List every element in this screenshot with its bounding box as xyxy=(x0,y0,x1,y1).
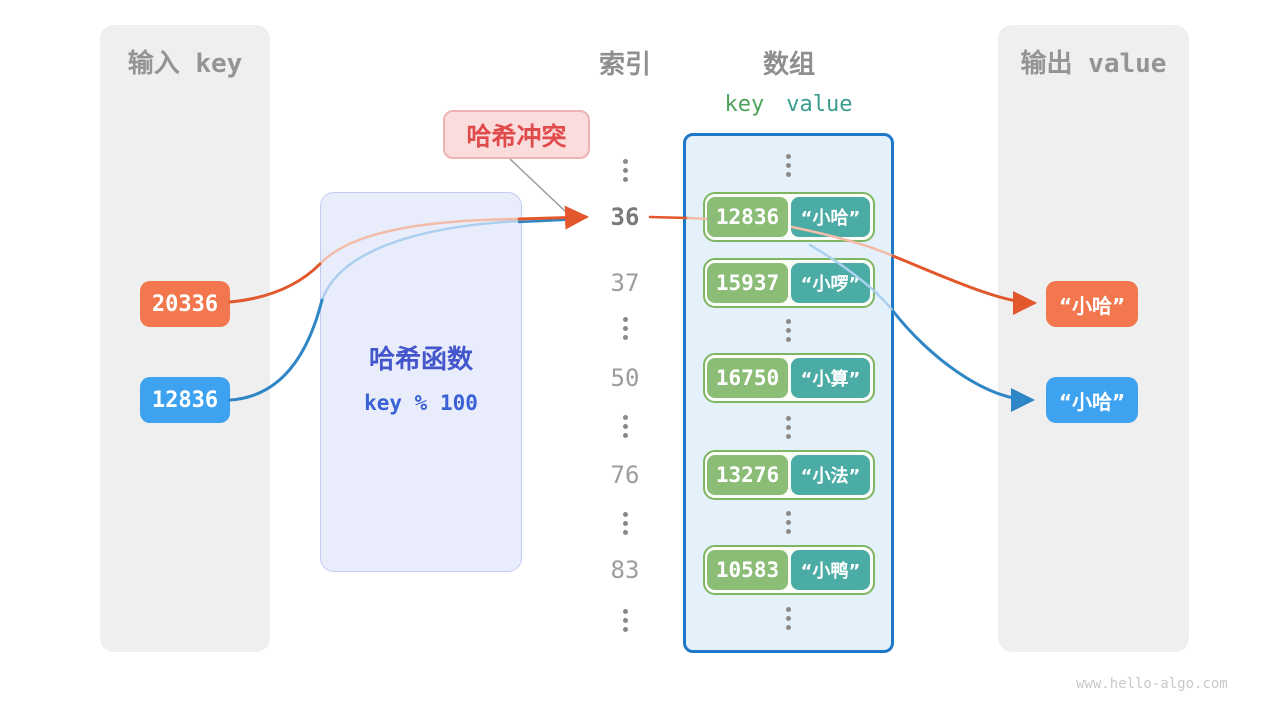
bucket-row: 15937 “小啰” xyxy=(703,258,875,308)
input-key-chip: 20336 xyxy=(140,281,230,327)
bucket-value: “小算” xyxy=(791,358,870,398)
index-value: 83 xyxy=(610,556,640,584)
bucket-row: 12836 “小哈” xyxy=(703,192,875,242)
input-panel-title: 输入 key xyxy=(127,49,243,79)
index-value-highlighted: 36 xyxy=(610,203,640,231)
bucket-key: 12836 xyxy=(707,197,788,237)
input-panel: 输入 key xyxy=(100,25,270,652)
vertical-ellipsis xyxy=(783,319,793,342)
key-header-label: key xyxy=(724,92,765,117)
vertical-ellipsis xyxy=(620,512,630,535)
index-column-header: 索引 xyxy=(598,50,651,80)
vertical-ellipsis xyxy=(783,416,793,439)
bucket-key: 15937 xyxy=(707,263,788,303)
bucket-row: 13276 “小法” xyxy=(703,450,875,500)
bucket-key: 13276 xyxy=(707,455,788,495)
index-value: 37 xyxy=(610,269,640,297)
index-value: 76 xyxy=(610,461,640,489)
bucket-value: “小法” xyxy=(791,455,870,495)
arrow-to-index xyxy=(517,205,589,230)
vertical-ellipsis xyxy=(620,609,630,632)
hash-function-box: 哈希函数 key % 100 xyxy=(320,192,522,572)
bucket-row: 10583 “小鸭” xyxy=(703,545,875,595)
bucket-key: 10583 xyxy=(707,550,788,590)
vertical-ellipsis xyxy=(783,154,793,177)
array-key-value-header: key value xyxy=(683,92,894,117)
output-value-chip: “小哈” xyxy=(1046,281,1138,327)
arrow-to-index-blue xyxy=(517,217,584,224)
bucket-value: “小鸭” xyxy=(791,550,870,590)
vertical-ellipsis xyxy=(620,317,630,340)
bucket-key: 16750 xyxy=(707,358,788,398)
array-column-header: 数组 xyxy=(762,50,815,80)
hash-collision-badge: 哈希冲突 xyxy=(443,110,590,159)
vertical-ellipsis xyxy=(783,511,793,534)
bucket-row: 16750 “小算” xyxy=(703,353,875,403)
output-panel: 输出 value xyxy=(998,25,1189,652)
hash-function-formula: key % 100 xyxy=(364,391,478,415)
bucket-value: “小哈” xyxy=(791,197,870,237)
watermark: www.hello-algo.com xyxy=(1076,676,1228,692)
output-panel-title: 输出 value xyxy=(1020,49,1167,79)
value-header-label: value xyxy=(786,92,853,117)
hash-function-title: 哈希函数 xyxy=(368,345,473,375)
vertical-ellipsis xyxy=(620,159,630,182)
vertical-ellipsis xyxy=(620,415,630,438)
index-value: 50 xyxy=(610,364,640,392)
input-key-chip: 12836 xyxy=(140,377,230,423)
output-value-chip: “小哈” xyxy=(1046,377,1138,423)
vertical-ellipsis xyxy=(783,607,793,630)
bucket-value: “小啰” xyxy=(791,263,870,303)
